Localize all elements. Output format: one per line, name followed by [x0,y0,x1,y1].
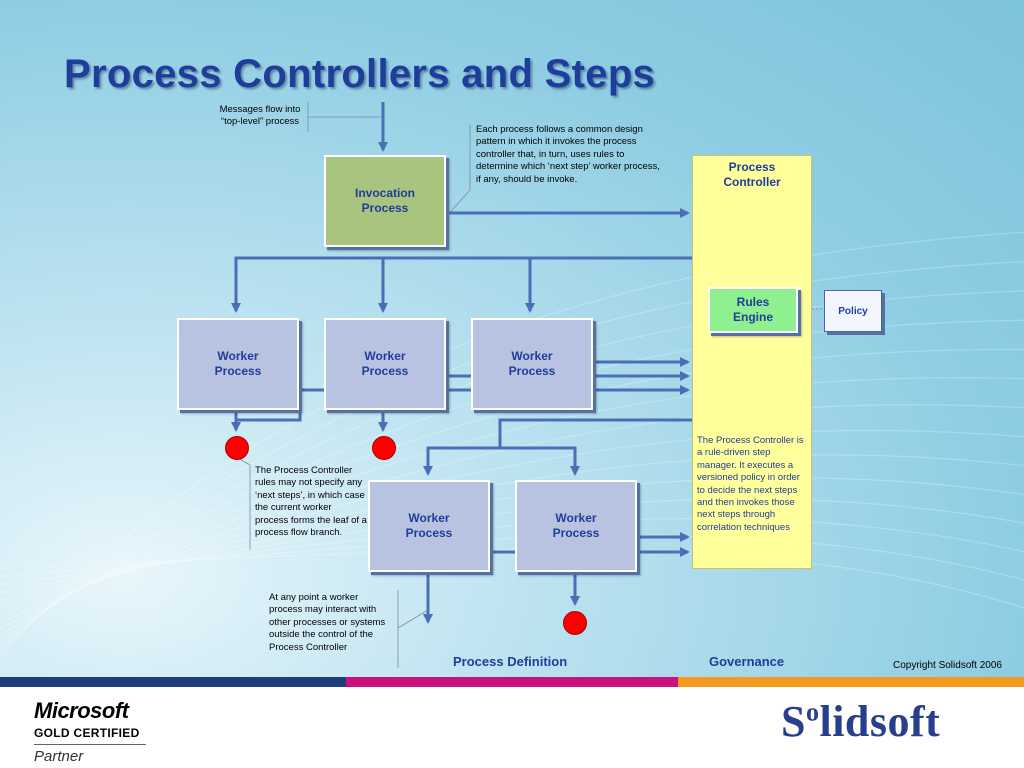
invocation-process-box[interactable]: Invocation Process [324,155,446,247]
worker1-to-controller-arrow [234,385,690,422]
worker-process-box-1[interactable]: Worker Process [177,318,299,410]
solidsoft-logo-s: S [781,697,806,746]
common-pattern-note: Each process follows a common design pat… [476,124,660,185]
worker-process-box-3[interactable]: Worker Process [471,318,593,410]
rules-engine-box[interactable]: Rules Engine [708,287,798,333]
logo-divider [34,744,146,745]
process-controller-title: Process Controller [723,160,781,189]
controller-to-worker1-arrow [231,256,692,313]
leaf-callout-line [237,457,251,550]
rules-engine-label: Rules Engine [732,295,773,324]
solidsoft-logo-rest: lidsoft [819,697,941,746]
pattern-callout-line [444,125,471,219]
process-definition-label: Process Definition [453,654,568,669]
end-point-dot-3 [563,611,587,635]
messages-callout-line [307,102,381,132]
end-point-dot-1 [225,436,249,460]
interaction-callout-line [397,590,429,668]
worker-process-label: Worker Process [214,349,262,378]
microsoft-partner-logo: Microsoft GOLD CERTIFIED Partner [34,698,146,765]
worker-process-box-5[interactable]: Worker Process [515,480,637,572]
footer-color-bar [0,677,1024,687]
worker-process-label: Worker Process [405,511,453,540]
gold-certified-text: GOLD CERTIFIED [34,726,140,740]
partner-text: Partner [34,748,84,765]
solidsoft-logo-o: o [805,697,820,727]
controller-to-worker5-arrow [500,446,580,476]
governance-label: Governance [709,654,785,669]
leaf-branch-note: The Process Controller rules may not spe… [255,465,367,539]
worker-process-label: Worker Process [361,349,409,378]
solidsoft-logo: Solidsoft [781,696,940,747]
footer-bar-magenta [346,677,678,687]
process-controller-note: The Process Controller is a rule-driven … [697,435,804,533]
end-point-dot-2 [372,436,396,460]
worker-process-box-2[interactable]: Worker Process [324,318,446,410]
invocation-process-label: Invocation Process [354,186,415,215]
copyright-text: Copyright Solidsoft 2006 [893,660,1002,671]
footer-bar-orange [678,677,1024,687]
microsoft-wordmark: Microsoft [34,698,129,723]
footer-bar-blue [0,677,346,687]
slide-title: Process Controllers and Steps [64,52,656,96]
process-controller-panel: Process Controller The Process Controlle… [692,155,812,569]
policy-document[interactable]: Policy [824,290,882,332]
controller-to-worker3-arrow [383,256,535,313]
policy-label: Policy [838,305,868,317]
worker-process-label: Worker Process [508,349,556,378]
slide-background: Process Controllers and Steps [0,0,1024,677]
external-interaction-note: At any point a worker process may intera… [269,592,386,653]
worker-process-box-4[interactable]: Worker Process [368,480,490,572]
messages-flow-note: Messages flow into “top-level” process [219,104,301,128]
worker-process-label: Worker Process [552,511,600,540]
